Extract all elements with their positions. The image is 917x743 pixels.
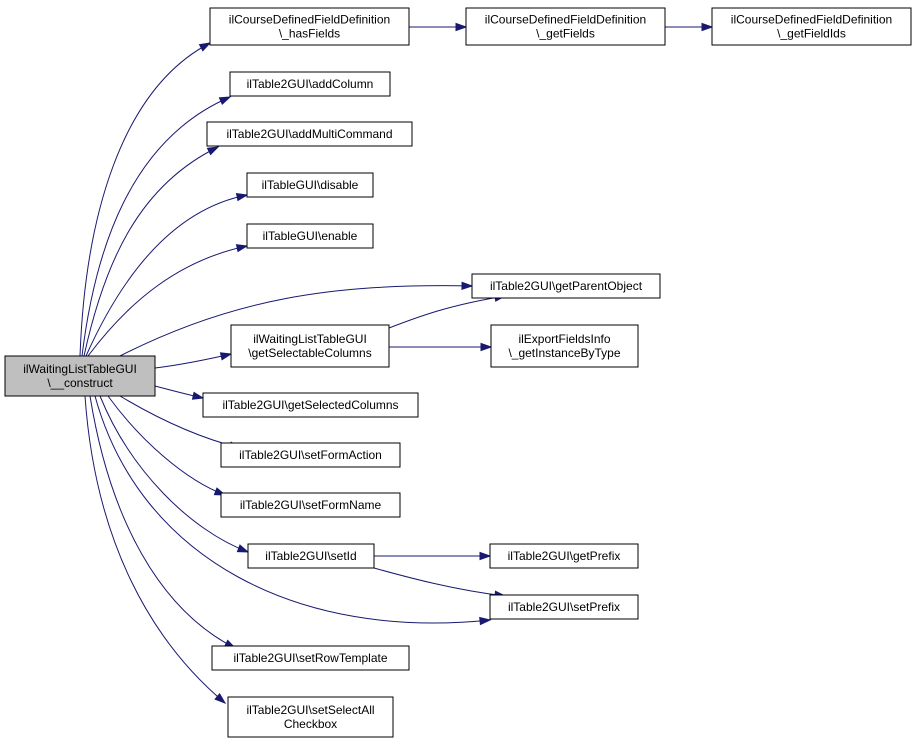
node-label-addMultiCommand-line-0: ilTable2GUI\addMultiCommand (226, 127, 392, 141)
node-setFormAction[interactable]: ilTable2GUI\setFormAction (220, 442, 401, 468)
node-getSelectableColumns[interactable]: ilWaitingListTableGUI\getSelectableColum… (230, 324, 390, 368)
edge-root-to-enable (87, 245, 248, 357)
node-label-hasFields-line-1: \_hasFields (279, 27, 340, 41)
edge-getSelectableColumns-to-getParentObject (388, 295, 506, 329)
arrowhead-getSelectableColumns-to-getInstanceByType (480, 342, 493, 352)
edge-root-to-hasFields (79, 42, 211, 357)
node-label-enable-line-0: ilTableGUI\enable (263, 229, 358, 243)
node-box-setSelectAllCheckbox[interactable] (227, 696, 394, 738)
node-label-setPrefix-line-0: ilTable2GUI\setPrefix (508, 600, 620, 614)
node-box-getFields[interactable] (465, 7, 666, 46)
node-label-getInstanceByType-line-0: ilExportFieldsInfo (518, 332, 610, 346)
function-nodes: ilWaitingListTableGUI\__constructilCours… (4, 7, 912, 738)
node-label-getFieldIds-line-0: ilCourseDefinedFieldDefinition (731, 13, 892, 27)
node-label-getFieldIds-line-1: \_getFieldIds (777, 27, 846, 41)
arrowhead-root-to-disable (235, 192, 249, 202)
node-label-getFields-line-0: ilCourseDefinedFieldDefinition (485, 13, 646, 27)
edge-root-to-setSelectAllCheckbox (84, 395, 226, 704)
node-label-getPrefix-line-0: ilTable2GUI\getPrefix (508, 549, 621, 563)
node-box-getPrefix[interactable] (489, 543, 639, 569)
arrowhead-hasFields-to-getFields (455, 22, 468, 32)
node-getPrefix[interactable]: ilTable2GUI\getPrefix (489, 543, 639, 569)
node-label-getFields-line-1: \_getFields (536, 27, 595, 41)
arrowhead-root-to-getSelectedColumns (191, 391, 205, 400)
node-box-hasFields[interactable] (209, 7, 410, 46)
node-box-getParentObject[interactable] (471, 273, 661, 299)
node-box-getSelectedColumns[interactable] (202, 392, 419, 418)
edge-root-to-getSelectableColumns (154, 353, 232, 369)
node-label-setSelectAllCheckbox-line-1: Checkbox (284, 717, 337, 731)
node-label-disable-line-0: ilTableGUI\disable (262, 178, 359, 192)
node-hasFields[interactable]: ilCourseDefinedFieldDefinition\_hasField… (209, 7, 410, 46)
arrowhead-setId-to-getPrefix (479, 551, 492, 561)
node-enable[interactable]: ilTableGUI\enable (246, 223, 374, 249)
arrowhead-root-to-setId (236, 544, 250, 553)
edge-root-to-getParentObject (119, 285, 473, 357)
node-box-root[interactable] (4, 355, 156, 397)
edge-root-to-setPrefix (94, 395, 491, 624)
node-label-getSelectableColumns-line-0: ilWaitingListTableGUI (253, 332, 367, 346)
node-label-setFormAction-line-0: ilTable2GUI\setFormAction (239, 448, 382, 462)
arrowhead-root-to-hasFields (198, 42, 212, 52)
node-box-getFieldIds[interactable] (711, 7, 912, 46)
node-setRowTemplate[interactable]: ilTable2GUI\setRowTemplate (211, 645, 410, 671)
node-getSelectedColumns[interactable]: ilTable2GUI\getSelectedColumns (202, 392, 419, 418)
node-setPrefix[interactable]: ilTable2GUI\setPrefix (489, 594, 639, 620)
node-getFields[interactable]: ilCourseDefinedFieldDefinition\_getField… (465, 7, 666, 46)
node-box-setRowTemplate[interactable] (211, 645, 410, 671)
arrowhead-root-to-setSelectAllCheckbox (214, 693, 227, 704)
edge-root-to-setId (99, 395, 249, 553)
node-getInstanceByType[interactable]: ilExportFieldsInfo\_getInstanceByType (490, 324, 639, 368)
arrowhead-root-to-getParentObject (461, 281, 474, 290)
node-label-setId-line-0: ilTable2GUI\setId (265, 549, 356, 563)
arrowhead-root-to-addMultiCommand (206, 146, 220, 156)
node-disable[interactable]: ilTableGUI\disable (246, 172, 374, 198)
node-box-addColumn[interactable] (229, 71, 391, 97)
edge-root-to-addColumn (81, 96, 231, 357)
arrowhead-getFields-to-getFieldIds (701, 22, 714, 32)
node-box-enable[interactable] (246, 223, 374, 249)
node-label-setRowTemplate-line-0: ilTable2GUI\setRowTemplate (233, 651, 387, 665)
node-addColumn[interactable]: ilTable2GUI\addColumn (229, 71, 391, 97)
node-box-addMultiCommand[interactable] (206, 121, 413, 147)
node-label-setSelectAllCheckbox-line-0: ilTable2GUI\setSelectAll (246, 703, 374, 717)
edge-root-to-disable (85, 194, 248, 357)
node-label-getSelectableColumns-line-1: \getSelectableColumns (248, 346, 371, 360)
edge-root-to-setFormName (107, 395, 226, 496)
arrowhead-root-to-getSelectableColumns (219, 352, 233, 361)
arrowhead-root-to-addColumn (218, 96, 232, 106)
node-label-addColumn-line-0: ilTable2GUI\addColumn (247, 77, 374, 91)
node-box-getInstanceByType[interactable] (490, 324, 639, 368)
arrowhead-root-to-setPrefix (479, 616, 492, 626)
node-box-setId[interactable] (247, 543, 375, 569)
node-getParentObject[interactable]: ilTable2GUI\getParentObject (471, 273, 661, 299)
node-label-root-line-0: ilWaitingListTableGUI (23, 362, 137, 376)
node-box-disable[interactable] (246, 172, 374, 198)
node-addMultiCommand[interactable]: ilTable2GUI\addMultiCommand (206, 121, 413, 147)
node-label-setFormName-line-0: ilTable2GUI\setFormName (240, 498, 382, 512)
arrowhead-root-to-enable (235, 244, 249, 253)
node-root[interactable]: ilWaitingListTableGUI\__construct (4, 355, 156, 397)
node-box-getSelectableColumns[interactable] (230, 324, 390, 368)
node-label-getSelectedColumns-line-0: ilTable2GUI\getSelectedColumns (222, 398, 398, 412)
node-label-getParentObject-line-0: ilTable2GUI\getParentObject (490, 279, 643, 293)
node-box-setFormName[interactable] (220, 492, 401, 518)
edge-root-to-addMultiCommand (83, 146, 219, 357)
node-getFieldIds[interactable]: ilCourseDefinedFieldDefinition\_getField… (711, 7, 912, 46)
node-label-hasFields-line-0: ilCourseDefinedFieldDefinition (229, 13, 390, 27)
node-label-getInstanceByType-line-1: \_getInstanceByType (508, 346, 620, 360)
call-edges (79, 22, 714, 704)
node-setId[interactable]: ilTable2GUI\setId (247, 543, 375, 569)
node-label-root-line-1: \__construct (47, 376, 113, 390)
node-box-setPrefix[interactable] (489, 594, 639, 620)
node-setFormName[interactable]: ilTable2GUI\setFormName (220, 492, 401, 518)
edge-setId-to-setPrefix (373, 567, 506, 597)
edge-root-to-setRowTemplate (89, 395, 236, 649)
node-box-setFormAction[interactable] (220, 442, 401, 468)
